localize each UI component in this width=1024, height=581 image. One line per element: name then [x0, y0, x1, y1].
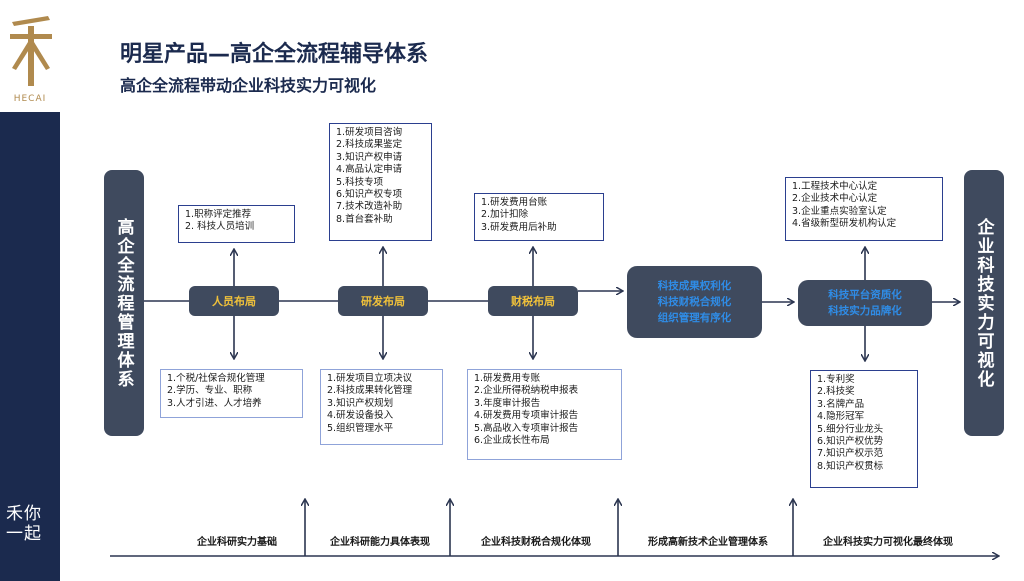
- hecai-logo-icon: [10, 16, 52, 86]
- slogan-line-2: 一起: [6, 524, 42, 544]
- slogan: 禾你 一起: [6, 504, 54, 544]
- box-fin-outcomes: 1.研发费用专账 2.企业所得税纳税申报表 3.年度审计报告 4.研发费用专项审…: [467, 369, 622, 460]
- list-item: 5.高品收入专项审计报告: [474, 422, 579, 434]
- logo-text: HECAI: [13, 94, 47, 104]
- list-item: 2.企业技术中心认定: [792, 193, 878, 205]
- list-item: 8.首台套补助: [336, 213, 393, 225]
- list-item: 3.知识产权规划: [327, 397, 394, 409]
- list-item: 3.名牌产品: [817, 398, 865, 410]
- list-item: 2. 科技人员培训: [185, 221, 255, 233]
- box-hr-services: 1.职称评定推荐 2. 科技人员培训: [178, 205, 295, 243]
- node-fin-layout: 财税布局: [488, 286, 578, 316]
- node-compliance: 科技成果权利化 科技财税合规化 组织管理有序化: [627, 266, 762, 338]
- list-item: 2.加计扣除: [481, 209, 529, 221]
- list-item: 1.研发费用专账: [474, 373, 541, 384]
- bottom-label-2: 企业科研能力具体表现: [330, 537, 430, 548]
- list-item: 2.科技奖: [817, 386, 855, 398]
- node-compliance-line: 科技财税合规化: [657, 296, 732, 308]
- node-platform-line: 科技平台资质化: [828, 289, 902, 301]
- list-item: 2.学历、专业、职称: [167, 385, 253, 397]
- brand-strip-bottom: [0, 112, 60, 581]
- box-platform-services: 1.工程技术中心认定 2.企业技术中心认定 3.企业重点实验室认定 4.省级新型…: [785, 177, 943, 241]
- list-item: 5.组织管理水平: [327, 422, 394, 434]
- list-item: 3.研发费用后补助: [481, 221, 557, 233]
- list-item: 6.知识产权专项: [336, 189, 403, 201]
- list-item: 5.细分行业龙头: [817, 423, 884, 435]
- list-item: 1.个税/社保合规化管理: [167, 373, 265, 384]
- bottom-label-1: 企业科研实力基础: [197, 537, 277, 548]
- list-item: 3.知识产权申请: [336, 151, 403, 163]
- box-rd-outcomes: 1.研发项目立项决议 2.科技成果转化管理 3.知识产权规划 4.研发设备投入 …: [320, 369, 443, 445]
- box-rd-services: 1.研发项目咨询 2.科技成果鉴定 3.知识产权申请 4.高品认定申请 5.科技…: [329, 123, 432, 241]
- list-item: 4.隐形冠军: [817, 411, 865, 423]
- list-item: 4.研发设备投入: [327, 410, 394, 422]
- brand-strip: HECAI 禾你 一起: [0, 0, 60, 581]
- list-item: 6.企业成长性布局: [474, 435, 550, 447]
- list-item: 2.科技成果转化管理: [327, 385, 413, 397]
- box-fin-services: 1.研发费用台账 2.加计扣除 3.研发费用后补助: [474, 193, 604, 241]
- list-item: 2.企业所得税纳税申报表: [474, 385, 579, 397]
- node-platform: 科技平台资质化 科技实力品牌化: [798, 280, 932, 326]
- list-item: 4.省级新型研发机构认定: [792, 218, 897, 230]
- list-item: 2.科技成果鉴定: [336, 139, 403, 151]
- bottom-label-3: 企业科技财税合规化体现: [481, 537, 591, 548]
- node-platform-line: 科技实力品牌化: [828, 305, 902, 317]
- list-item: 1.工程技术中心认定: [792, 181, 878, 192]
- list-item: 4.研发费用专项审计报告: [474, 410, 579, 422]
- list-item: 6.知识产权优势: [817, 436, 884, 448]
- list-item: 7.技术改造补助: [336, 201, 403, 213]
- list-item: 1.职称评定推荐: [185, 209, 252, 220]
- slogan-line-1: 禾你: [6, 504, 42, 524]
- page-title: 明星产品—高企全流程辅导体系: [120, 42, 429, 67]
- bottom-label-4: 形成高新技术企业管理体系: [648, 537, 768, 548]
- list-item: 1.专利奖: [817, 374, 855, 385]
- list-item: 1.研发项目咨询: [336, 127, 403, 138]
- list-item: 1.研发费用台账: [481, 197, 548, 208]
- node-compliance-line: 科技成果权利化: [657, 280, 732, 292]
- list-item: 4.高品认定申请: [336, 164, 403, 176]
- list-item: 5.科技专项: [336, 176, 384, 188]
- pillar-tech-visualization: 企业科技实力可视化: [964, 170, 1004, 436]
- pillar-management-system: 高企全流程管理体系: [104, 170, 144, 436]
- page-subtitle: 高企全流程带动企业科技实力可视化: [120, 76, 377, 95]
- list-item: 8.知识产权贯标: [817, 460, 884, 472]
- box-platform-outcomes: 1.专利奖 2.科技奖 3.名牌产品 4.隐形冠军 5.细分行业龙头 6.知识产…: [810, 370, 918, 488]
- list-item: 1.研发项目立项决议: [327, 373, 413, 384]
- node-compliance-line: 组织管理有序化: [657, 312, 732, 324]
- bottom-label-5: 企业科技实力可视化最终体现: [823, 537, 953, 548]
- list-item: 3.企业重点实验室认定: [792, 205, 887, 217]
- node-hr-layout: 人员布局: [189, 286, 279, 316]
- list-item: 7.知识产权示范: [817, 448, 884, 460]
- list-item: 3.年度审计报告: [474, 397, 541, 409]
- node-rd-layout: 研发布局: [338, 286, 428, 316]
- list-item: 3.人才引进、人才培养: [167, 397, 262, 409]
- box-hr-outcomes: 1.个税/社保合规化管理 2.学历、专业、职称 3.人才引进、人才培养: [160, 369, 303, 418]
